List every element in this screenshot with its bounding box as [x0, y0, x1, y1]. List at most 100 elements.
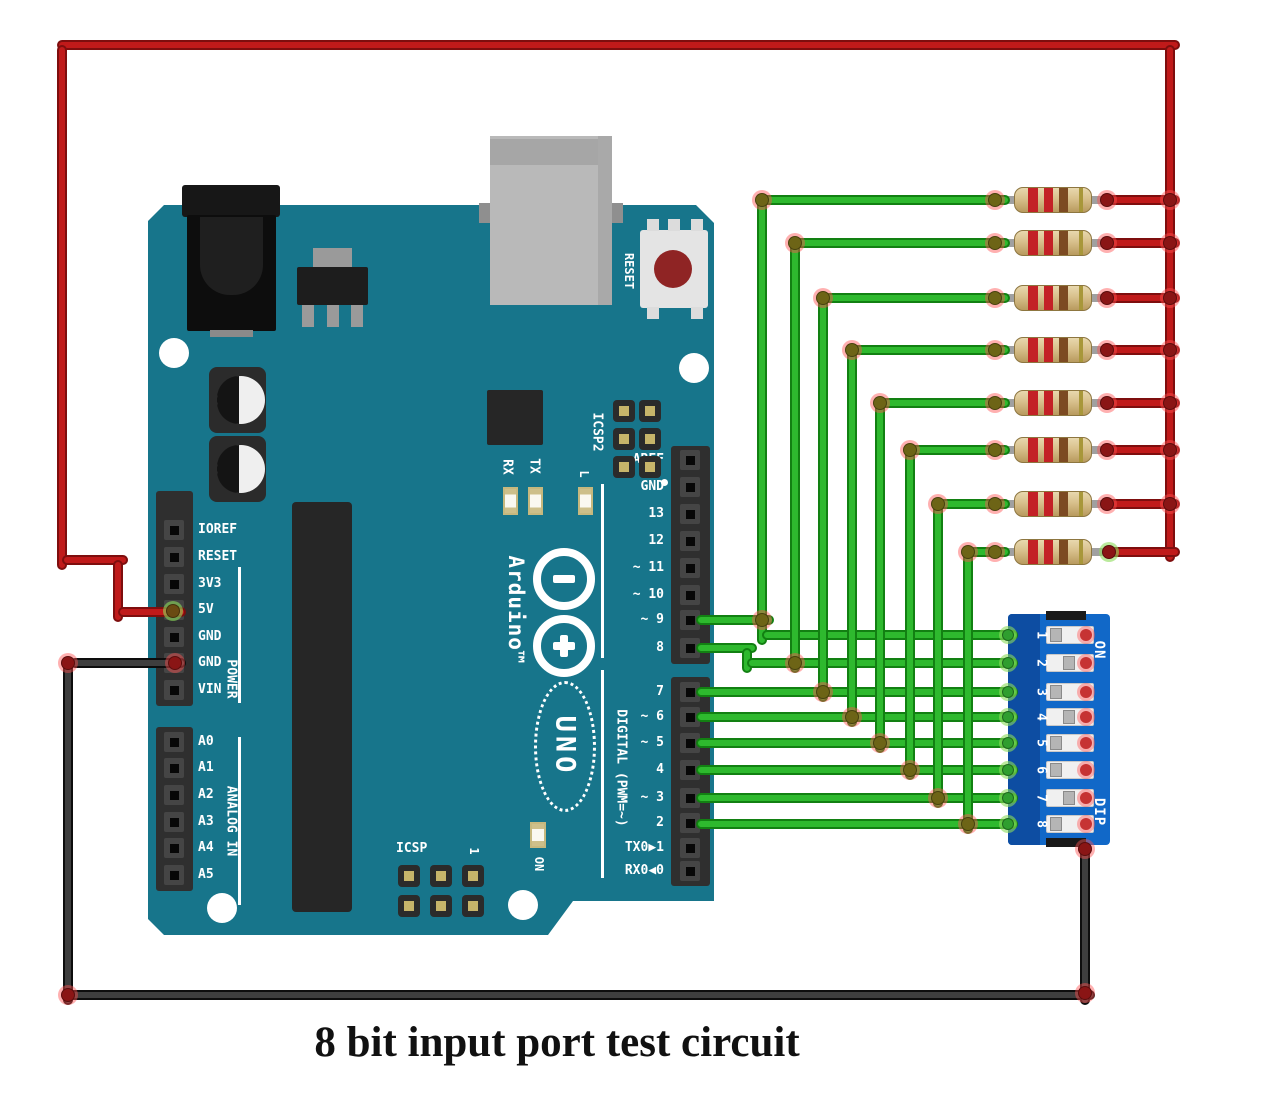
dip-switch-contact	[1080, 629, 1092, 641]
junction-dot	[988, 443, 1002, 457]
resistor-band	[1028, 286, 1038, 310]
pin-label: 12	[648, 533, 664, 548]
pin-hole	[170, 526, 179, 535]
atmega-ic	[292, 502, 352, 912]
arduino-logo-icon	[533, 615, 595, 677]
resistor-band	[1044, 286, 1053, 310]
silkscreen-line	[601, 670, 604, 878]
wire-segment	[696, 643, 757, 653]
pin-label: ~ 5	[640, 735, 664, 750]
dip-switch-handle	[1050, 628, 1062, 642]
pin-label: 3V3	[198, 576, 222, 591]
icsp-pin-hole	[436, 901, 446, 911]
pin-hole	[686, 688, 695, 697]
dip-switch-contact	[1080, 792, 1092, 804]
resistor-band	[1028, 188, 1038, 212]
junction-dot	[873, 396, 887, 410]
power-jack	[182, 185, 280, 217]
junction-dot	[1002, 792, 1014, 804]
mounting-hole	[207, 893, 237, 923]
resistor-lead	[1088, 500, 1108, 508]
junction-dot	[845, 710, 859, 724]
pin-hole	[170, 580, 179, 589]
resistor-band	[1028, 492, 1038, 516]
junction-dot	[1002, 711, 1014, 723]
pin-hole	[170, 633, 179, 642]
dip-switch-pin-top	[1046, 611, 1086, 620]
junction-dot	[1100, 396, 1114, 410]
pin-label: RESET	[198, 549, 238, 564]
pin-hole	[686, 766, 695, 775]
pin-hole	[170, 818, 179, 827]
usb-interface-chip	[487, 390, 543, 445]
resistor-lead	[1088, 446, 1108, 454]
silkscreen-line	[238, 567, 241, 703]
resistor-band	[1059, 540, 1068, 564]
pin-label: 4	[656, 762, 664, 777]
junction-dot	[988, 291, 1002, 305]
diagram-title: 8 bit input port test circuit	[314, 1019, 800, 1066]
usb-connector-edge	[598, 136, 612, 305]
junction-dot	[1078, 986, 1092, 1000]
icsp2-pin-hole	[619, 406, 629, 416]
junction-dot	[1100, 497, 1114, 511]
pin-label: ~ 3	[640, 790, 664, 805]
resistor-band	[1044, 438, 1053, 462]
resistor-band	[1028, 231, 1038, 255]
regulator-leg	[302, 305, 314, 327]
power-jack-barrel	[200, 217, 263, 295]
resistor-lead	[1088, 399, 1108, 407]
resistor-band	[1028, 540, 1038, 564]
pin-label: ~ 11	[632, 560, 664, 575]
pin-label: 13	[648, 506, 664, 521]
voltage-regulator	[297, 267, 368, 305]
icsp2-pin-hole	[645, 462, 655, 472]
pin-hole	[686, 591, 695, 600]
icsp-label: ICSP	[396, 841, 428, 856]
on-led	[530, 822, 546, 848]
pin-hole	[170, 871, 179, 880]
wire-segment	[62, 555, 128, 565]
wire-segment	[762, 630, 1018, 640]
pin-label: GND	[198, 629, 222, 644]
icsp-pin-hole	[436, 871, 446, 881]
resistor-band	[1079, 492, 1083, 516]
rx-led	[503, 487, 518, 515]
pin-label: A5	[198, 867, 214, 882]
junction-dot	[166, 604, 180, 618]
resistor-lead	[1088, 239, 1108, 247]
reset-button-cap	[654, 250, 692, 288]
junction-dot	[1002, 686, 1014, 698]
junction-dot	[903, 443, 917, 457]
dip-switch-contact	[1080, 711, 1092, 723]
pin-label: 5V	[198, 602, 214, 617]
dip-switch-handle	[1063, 791, 1075, 805]
pin-hole	[686, 713, 695, 722]
resistor-band	[1044, 492, 1053, 516]
reset-button-leg	[691, 219, 703, 231]
junction-dot	[988, 193, 1002, 207]
pin-label: IOREF	[198, 522, 238, 537]
junction-dot	[168, 656, 182, 670]
junction-dot	[816, 291, 830, 305]
resistor-band	[1028, 438, 1038, 462]
junction-dot	[1163, 236, 1177, 250]
reset-button-leg	[668, 219, 680, 231]
dip-switch-contact	[1080, 737, 1092, 749]
junction-dot	[816, 685, 830, 699]
mounting-hole	[508, 890, 538, 920]
resistor-band	[1059, 338, 1068, 362]
junction-dot	[988, 545, 1002, 559]
pin-label: 8	[656, 640, 664, 655]
pin-hole	[170, 738, 179, 747]
silkscreen-line	[601, 484, 604, 658]
pin-hole	[686, 794, 695, 803]
junction-dot	[931, 791, 945, 805]
pin-hole	[170, 791, 179, 800]
wire-segment	[57, 45, 67, 570]
resistor-lead	[1088, 294, 1108, 302]
junction-dot	[988, 497, 1002, 511]
